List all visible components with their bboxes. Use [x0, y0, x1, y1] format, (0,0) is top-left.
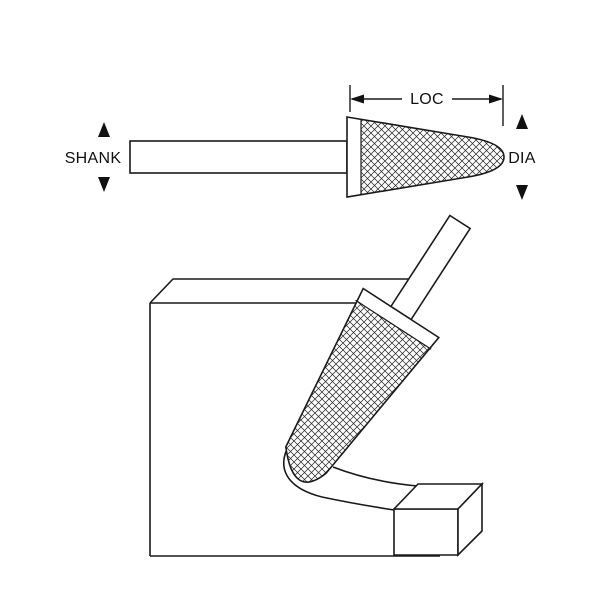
burr-in-use: [284, 214, 472, 483]
slot-floor-back-edge: [332, 466, 419, 487]
loc-dimension: LOC: [349, 85, 504, 126]
burr-shank-side-view: [129, 140, 348, 174]
dia-arrow-down-icon: [516, 185, 528, 200]
small-block: [392, 482, 484, 557]
burr-head-in-use-outline: [284, 287, 440, 483]
shank-outline: [129, 140, 348, 174]
loc-arrow-left-icon: [350, 94, 364, 104]
shank-label: SHANK: [65, 150, 122, 167]
slot-floor-front-edge: [321, 496, 395, 511]
loc-arrow-right-icon: [489, 94, 503, 104]
shank-arrow-down-icon: [98, 177, 110, 192]
burr-shank-in-use: [389, 214, 472, 321]
machined-fillet-curve: [282, 448, 323, 498]
shank-arrow-up-icon: [98, 122, 110, 137]
dia-label: DIA: [508, 150, 536, 167]
loc-label-chip: [402, 88, 452, 110]
dia-dimension-label: DIA: [508, 114, 536, 200]
burr-head-in-use-band-line: [355, 299, 432, 350]
workpiece-top-face-edges: [149, 278, 410, 304]
small-block-front-face: [393, 508, 459, 556]
side-view-diagram: LOC SHANK DIA: [65, 85, 536, 200]
loc-label: LOC: [410, 91, 444, 108]
burr-head-in-use-band: [355, 288, 439, 350]
application-illustration: [149, 214, 484, 557]
workpiece-block: [149, 278, 440, 557]
burr-head-in-use-hatch: [285, 288, 439, 483]
shank-dimension-label: SHANK: [65, 122, 122, 192]
head-flutes-hatch: [347, 117, 504, 197]
head-base-band: [347, 117, 361, 197]
head-outline: [346, 116, 505, 198]
dia-arrow-up-icon: [516, 114, 528, 129]
burr-head-side-view: [346, 116, 505, 198]
small-block-right-face: [457, 482, 483, 557]
